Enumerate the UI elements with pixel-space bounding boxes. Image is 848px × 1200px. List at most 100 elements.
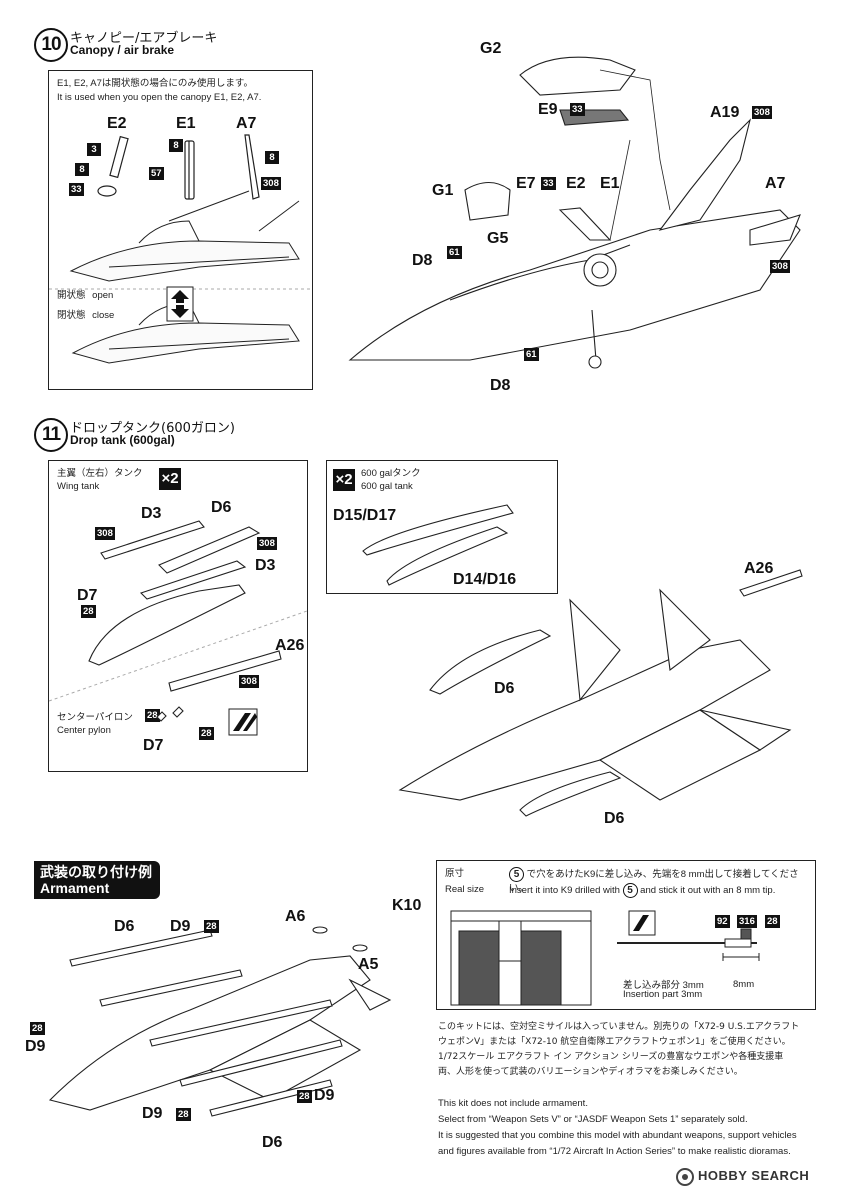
drill-size-5-icon: 5 bbox=[622, 883, 638, 898]
real-size-instruction-jp: 5 で穴をあけたK9に差し込み、先端を8 mm出して接着してください。 bbox=[509, 867, 815, 895]
wing-tank-label-jp: 主翼（左右）タンク bbox=[57, 468, 143, 479]
close-label: 閉状態 close bbox=[57, 309, 114, 322]
instruction-en-text-a: Insert it into K9 drilled with bbox=[509, 885, 620, 896]
armament-note-en-line: It is suggested that you combine this mo… bbox=[438, 1130, 797, 1141]
part-label-d15-d17: D15/D17 bbox=[333, 507, 397, 524]
part-label-a26: A26 bbox=[744, 560, 774, 577]
instruction-en-text-b: and stick it out with an 8 mm tip. bbox=[640, 885, 776, 896]
part-label-k10: K10 bbox=[392, 897, 422, 914]
paint-badge-316: 316 bbox=[737, 915, 757, 928]
real-size-diagram bbox=[450, 910, 760, 1006]
paint-badge-28: 28 bbox=[765, 915, 780, 928]
close-label-en: close bbox=[92, 310, 115, 321]
part-label-g5: G5 bbox=[487, 230, 509, 247]
step-11-title-jp: ドロップタンク(600ガロン) bbox=[70, 421, 235, 436]
paint-badge-33: 33 bbox=[69, 183, 84, 196]
close-label-jp: 閉状態 bbox=[57, 310, 86, 321]
part-label-e1: E1 bbox=[176, 115, 196, 132]
part-label-d9: D9 bbox=[314, 1087, 335, 1104]
armament-note-en-line: Select from “Weapon Sets V” or “JASDF We… bbox=[438, 1114, 748, 1125]
armament-note-jp-line: このキットには、空対空ミサイルは入っていません。別売りの「X72-9 U.S.エ… bbox=[438, 1022, 800, 1032]
paint-badge-308: 308 bbox=[752, 106, 772, 119]
paint-badge-33: 33 bbox=[541, 177, 556, 190]
canopy-assembly-drawing bbox=[348, 56, 801, 369]
wing-tank-label-en: Wing tank bbox=[57, 481, 100, 492]
part-label-d6: D6 bbox=[114, 918, 135, 935]
real-size-box: 原寸 Real size 5 で穴をあけたK9に差し込み、先端を8 mm出して接… bbox=[436, 860, 816, 1010]
part-label-a7: A7 bbox=[765, 175, 786, 192]
part-label-d8: D8 bbox=[412, 252, 433, 269]
part-label-a5: A5 bbox=[358, 956, 379, 973]
part-label-g2: G2 bbox=[480, 40, 502, 57]
paint-badge-28: 28 bbox=[204, 920, 219, 933]
part-label-a26: A26 bbox=[275, 637, 305, 654]
part-label-e1: E1 bbox=[600, 175, 620, 192]
step-11-number: 11 bbox=[34, 418, 68, 452]
part-label-a6: A6 bbox=[285, 908, 306, 925]
armament-tag-jp: 武装の取り付け例 bbox=[40, 864, 152, 880]
armament-note-en: This kit does not include armament. Sele… bbox=[438, 1096, 818, 1160]
part-label-a7: A7 bbox=[236, 115, 257, 132]
part-label-d8: D8 bbox=[490, 377, 511, 394]
hobby-search-logo-icon bbox=[676, 1168, 694, 1186]
open-close-arrows-icon bbox=[166, 286, 194, 322]
part-label-g1: G1 bbox=[432, 182, 454, 199]
gal-tank-drawing bbox=[362, 504, 514, 586]
paint-badge-8: 8 bbox=[75, 163, 89, 176]
armament-note-jp-line: 1/72スケール エアクラフト イン アクション シリーズの豊富なウエポンや各種… bbox=[438, 1052, 784, 1062]
instruction-jp-text: で穴をあけたK9に差し込み、先端を8 mm出して接着してください。 bbox=[509, 869, 799, 894]
paint-badge-308: 308 bbox=[257, 537, 277, 550]
part-label-d14-d16: D14/D16 bbox=[453, 571, 517, 588]
part-label-d7: D7 bbox=[77, 587, 98, 604]
insertion-label-en: Insertion part 3mm bbox=[623, 989, 703, 1000]
armament-note-jp-line: ウェポンV」または「X72-10 航空自衛隊エアクラフトウェポン1」をご使用くだ… bbox=[438, 1037, 791, 1047]
600gal-tank-box: ×2 600 galタンク 600 gal tank D15/D17 D14/D… bbox=[326, 460, 558, 594]
paint-badge-28: 28 bbox=[145, 709, 160, 722]
paint-badge-61: 61 bbox=[447, 246, 462, 259]
paint-badge-28: 28 bbox=[176, 1108, 191, 1121]
center-pylon-label-en: Center pylon bbox=[57, 725, 111, 736]
open-label-jp: 開状態 bbox=[57, 290, 86, 301]
canopy-detail-parts-drawing bbox=[49, 134, 312, 364]
paint-badge-3: 3 bbox=[87, 143, 101, 156]
real-size-instruction-en: Insert it into K9 drilled with 5 and sti… bbox=[509, 883, 775, 898]
part-label-d6: D6 bbox=[211, 499, 232, 516]
paint-badge-28: 28 bbox=[30, 1022, 45, 1035]
wing-tank-drawing bbox=[48, 520, 308, 736]
paint-badge-308: 308 bbox=[261, 177, 281, 190]
part-label-d6: D6 bbox=[494, 680, 515, 697]
canopy-note-en: It is used when you open the canopy E1, … bbox=[57, 92, 262, 103]
wing-tank-box: 主翼（左右）タンク Wing tank ×2 308 D3 D6 308 D3 … bbox=[48, 460, 308, 772]
paint-badge-57: 57 bbox=[149, 167, 164, 180]
paint-badge-8: 8 bbox=[265, 151, 279, 164]
paint-badge-61: 61 bbox=[524, 348, 539, 361]
paint-badge-308: 308 bbox=[770, 260, 790, 273]
armament-aircraft-drawing bbox=[48, 926, 392, 1117]
paint-badge-28: 28 bbox=[81, 605, 96, 618]
paint-badge-308: 308 bbox=[95, 527, 115, 540]
gal-tank-label-jp: 600 galタンク bbox=[361, 468, 421, 479]
part-label-d6: D6 bbox=[262, 1134, 283, 1151]
step-10-title-jp: キャノピー/エアブレーキ bbox=[70, 31, 218, 46]
armament-tag: 武装の取り付け例 Armament bbox=[34, 861, 160, 899]
quantity-x2-badge: ×2 bbox=[159, 468, 181, 490]
part-label-d6: D6 bbox=[604, 810, 625, 827]
armament-note-en-line: and figures available from “1/72 Aircraf… bbox=[438, 1146, 791, 1157]
drop-tank-aircraft-drawing bbox=[398, 569, 803, 817]
part-label-d3: D3 bbox=[255, 557, 276, 574]
part-label-d9: D9 bbox=[142, 1105, 163, 1122]
armament-note-jp: このキットには、空対空ミサイルは入っていません。別売りの「X72-9 U.S.エ… bbox=[438, 1020, 818, 1080]
open-label: 開状態 open bbox=[57, 289, 113, 302]
armament-note-en-line: This kit does not include armament. bbox=[438, 1098, 588, 1109]
canopy-note-jp: E1, E2, A7は開状態の場合にのみ使用します。 bbox=[57, 78, 253, 89]
part-label-d9: D9 bbox=[25, 1038, 46, 1055]
paint-badge-92: 92 bbox=[715, 915, 730, 928]
part-label-d9: D9 bbox=[170, 918, 191, 935]
center-pylon-label-jp: センターパイロン bbox=[57, 712, 133, 723]
step-11-title-en: Drop tank (600gal) bbox=[70, 433, 175, 447]
open-label-en: open bbox=[92, 290, 114, 301]
part-label-e2: E2 bbox=[107, 115, 127, 132]
step-10-title-en: Canopy / air brake bbox=[70, 43, 175, 57]
canopy-detail-box: E1, E2, A7は開状態の場合にのみ使用します。 It is used wh… bbox=[48, 70, 313, 390]
tip-length-label: 8mm bbox=[733, 979, 755, 990]
